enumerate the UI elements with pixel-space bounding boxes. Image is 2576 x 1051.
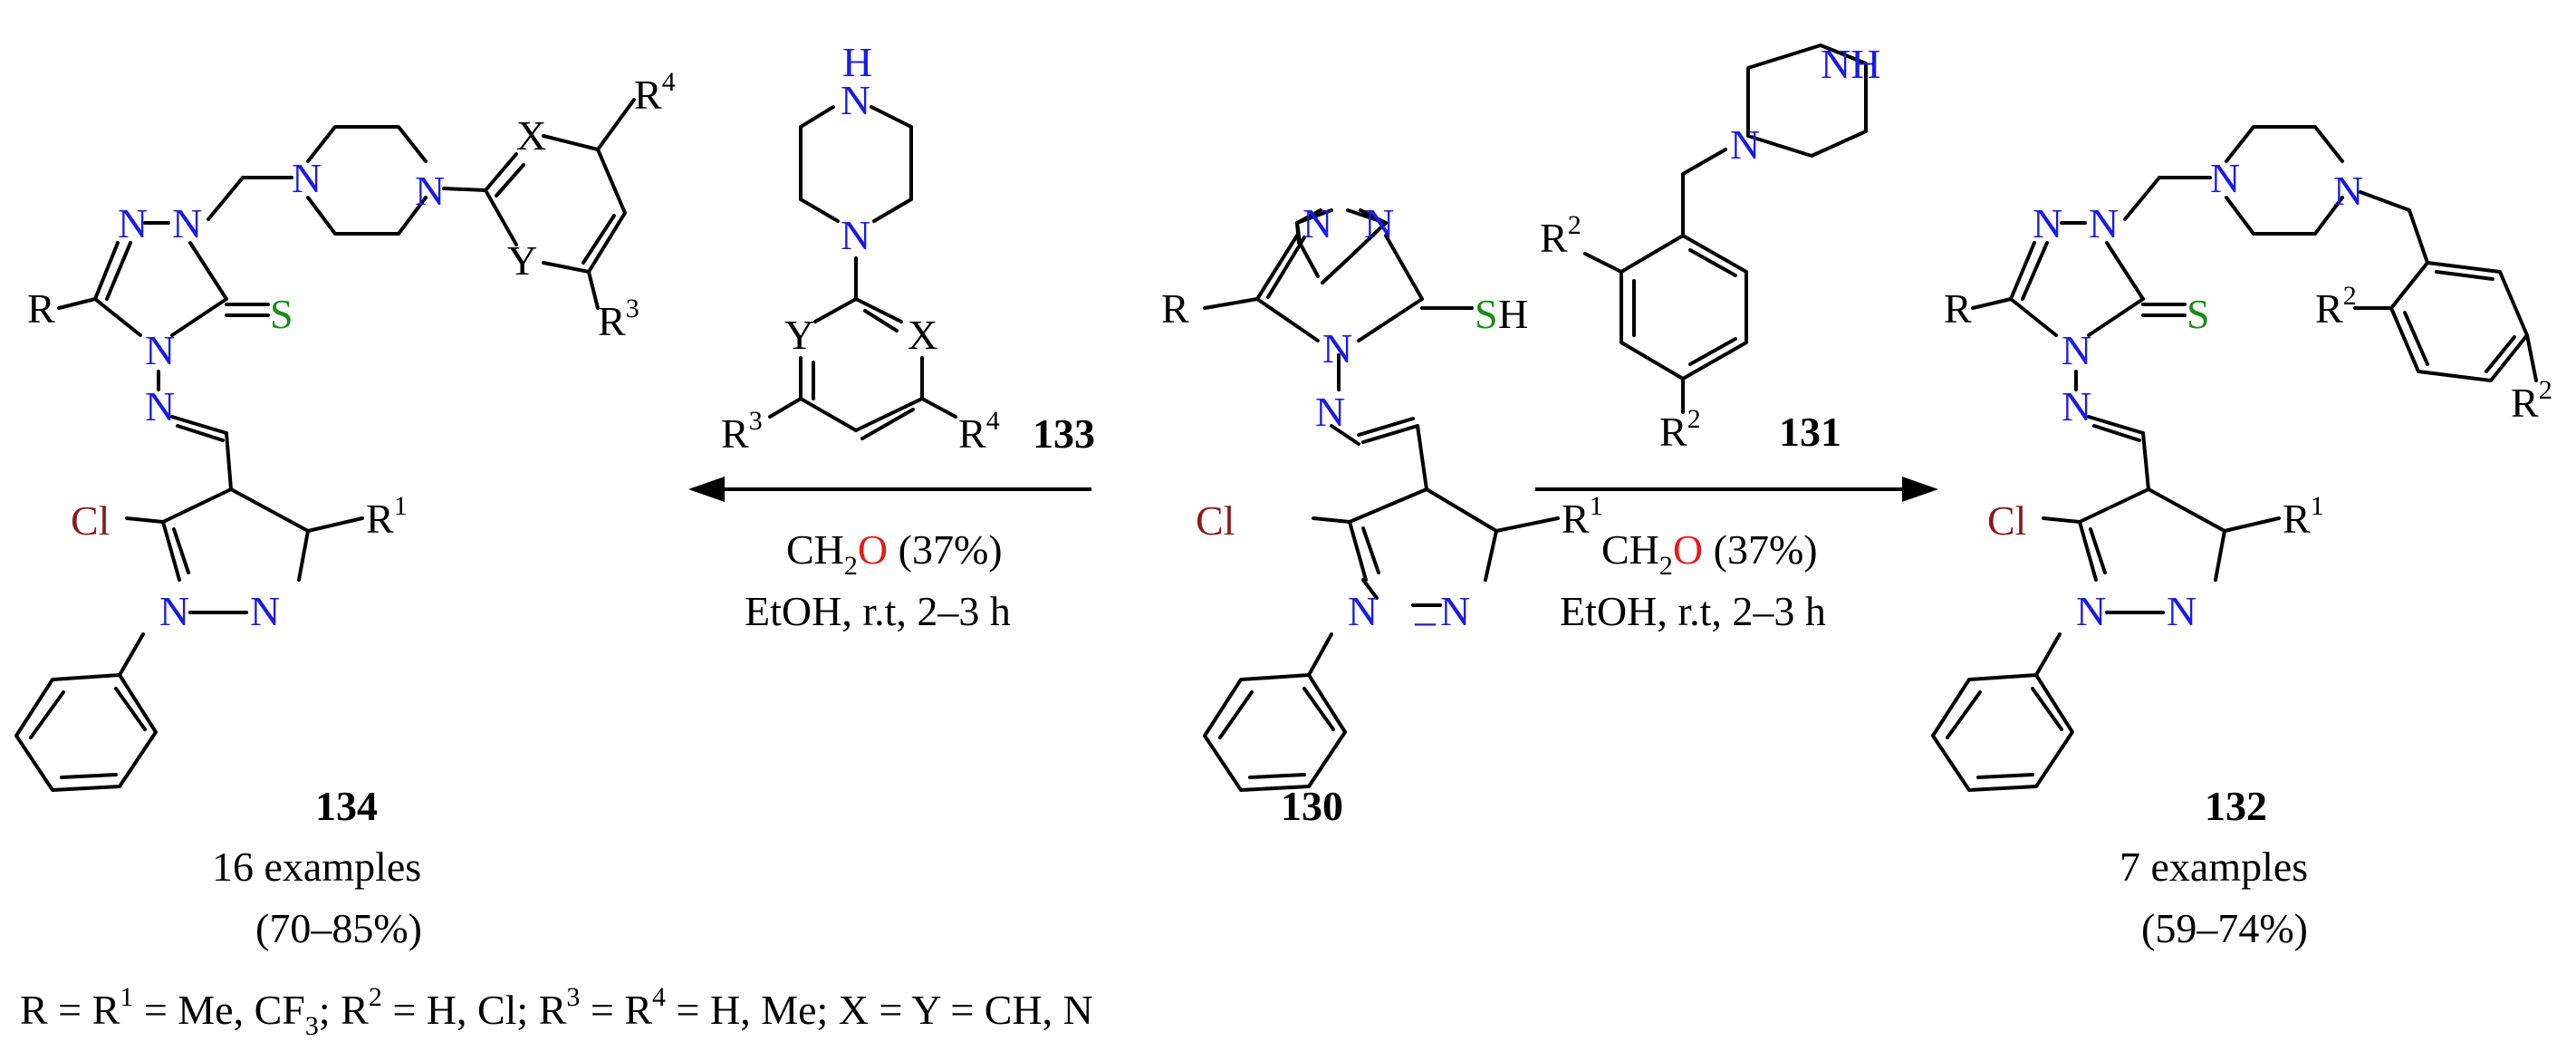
- substituent-definitions: R = R1 = Me, CF3; R2 = H, Cl; R3 = R4 = …: [20, 982, 1093, 1041]
- reaction-condition-solvent-left: EtOH, r.t, 2–3 h: [745, 588, 1011, 634]
- atom-n: N: [841, 212, 870, 258]
- substituent-r1: R1: [1562, 491, 1603, 542]
- atom-x: X: [908, 312, 937, 358]
- substituent-r: R: [1944, 285, 1972, 332]
- atom-n: N: [159, 588, 189, 634]
- compound-132-yield: (59–74%): [2141, 905, 2308, 951]
- substituent-r4: R4: [634, 67, 676, 118]
- atom-nh: NH: [1821, 41, 1880, 87]
- atom-n: N: [1302, 200, 1332, 246]
- atom-n: N: [250, 588, 280, 634]
- compound-134-structure: N N S R N N Cl R1 N N: [14, 67, 676, 792]
- substituent-r2: R2: [1659, 404, 1701, 455]
- atom-h: H: [1498, 291, 1528, 337]
- compound-number-134: 134: [315, 783, 378, 829]
- atom-n: N: [2033, 200, 2062, 246]
- atom-cl: Cl: [71, 497, 110, 544]
- atom-n: N: [292, 155, 322, 201]
- substituent-r2: R2: [2315, 281, 2357, 332]
- compound-number-133: 133: [1033, 410, 1095, 457]
- atom-n: N: [415, 168, 445, 214]
- atom-n: N: [1322, 325, 1352, 371]
- atom-n: N: [841, 77, 870, 123]
- substituent-r1: R1: [366, 491, 408, 542]
- compound-number-130: 130: [1281, 783, 1343, 829]
- substituent-r3: R3: [721, 406, 763, 457]
- atom-n: N: [2333, 168, 2363, 214]
- reagent-131-structure: NH N R2 R2: [1540, 41, 1880, 455]
- atom-n: N: [118, 200, 148, 246]
- atom-cl: Cl: [1987, 497, 2026, 544]
- compound-134-yield: (70–85%): [255, 905, 422, 951]
- substituent-r: R: [27, 285, 55, 332]
- left-reaction-arrow: [688, 477, 1091, 502]
- atom-n: N: [2076, 588, 2106, 634]
- reaction-condition-solvent-right: EtOH, r.t, 2–3 h: [1560, 588, 1826, 634]
- substituent-r2: R2: [1540, 210, 1581, 261]
- substituent-r: R: [1161, 285, 1189, 332]
- atom-n: N: [172, 200, 202, 246]
- atom-n: N: [1440, 588, 1470, 634]
- compound-132-examples: 7 examples: [2119, 844, 2308, 890]
- atom-n: N: [145, 327, 175, 373]
- atom-n: N: [2210, 155, 2240, 201]
- atom-s: S: [1475, 291, 1498, 337]
- atom-n: N: [2167, 588, 2196, 634]
- atom-n: N: [1730, 121, 1760, 168]
- reagent-133-structure: H N N Y X R3 R4: [721, 39, 1000, 457]
- atom-n: N: [145, 383, 175, 429]
- reaction-condition-reagent-right: CH2O (37%): [1601, 526, 1818, 581]
- atom-cl: Cl: [1196, 497, 1235, 544]
- atom-n: N: [1364, 200, 1394, 246]
- atom-x: X: [516, 112, 546, 159]
- reaction-condition-reagent-left: CH2O (37%): [786, 526, 1003, 581]
- substituent-r2: R2: [2511, 375, 2552, 426]
- atom-y: Y: [507, 237, 537, 284]
- substituent-r4: R4: [958, 406, 1000, 457]
- atom-s: S: [270, 291, 293, 337]
- atom-n: N: [2089, 200, 2119, 246]
- compound-130-structure: N N N N S H R Cl R1 N N –: [1161, 200, 1603, 792]
- atom-n: –: [1414, 597, 1437, 643]
- compound-number-131: 131: [1779, 409, 1841, 455]
- atom-h: H: [842, 39, 872, 85]
- right-reaction-arrow: [1535, 477, 1938, 502]
- compound-132-structure: N N S R N N Cl R1 N N: [1931, 125, 2552, 792]
- atom-n: N: [2062, 383, 2091, 429]
- atom-n: N: [2062, 327, 2091, 373]
- compound-number-132: 132: [2205, 783, 2267, 829]
- substituent-r1: R1: [2283, 491, 2324, 542]
- atom-s: S: [2187, 291, 2210, 337]
- atom-n: N: [1348, 588, 1378, 634]
- atom-y: Y: [784, 312, 814, 358]
- substituent-r3: R3: [598, 294, 639, 344]
- atom-n: N: [1315, 389, 1345, 435]
- compound-134-examples: 16 examples: [212, 844, 421, 890]
